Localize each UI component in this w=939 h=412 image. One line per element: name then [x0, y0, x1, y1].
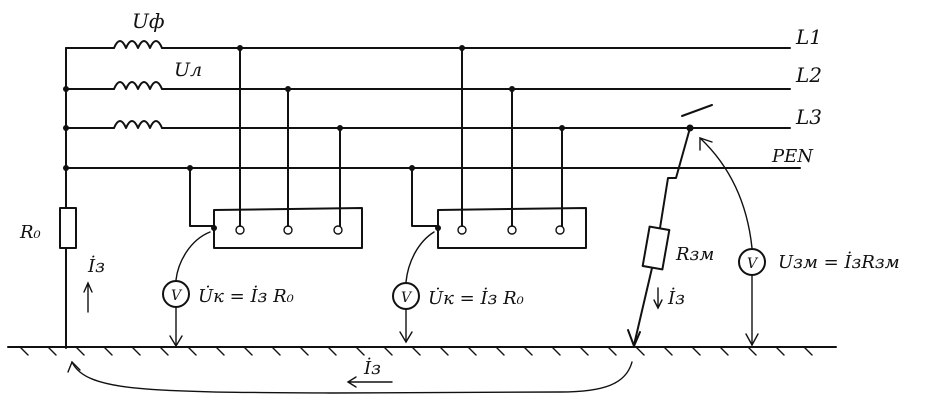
voltmeter3-label: V: [747, 256, 759, 272]
voltmeter2-arrow: [399, 331, 413, 344]
node-neutral-l3: [63, 125, 69, 131]
node-load1-pen: [187, 165, 193, 171]
ground-current-left-arrow: [83, 281, 93, 313]
label-pen: PEN: [771, 146, 814, 167]
label-r0: R₀: [19, 222, 41, 243]
voltmeter1-lead-top: [175, 231, 211, 281]
voltmeter2-label: V: [401, 290, 413, 306]
label-l3: L3: [795, 105, 822, 129]
ground-hatching: [19, 346, 813, 356]
node-load2-l3: [559, 125, 565, 131]
ground-current-loop: [71, 361, 633, 394]
load2-pe-link: [411, 167, 439, 227]
fault-current-arrow: [653, 287, 663, 310]
voltmeter3-lead-top: [699, 137, 753, 249]
load2-terminal-2: [507, 225, 517, 235]
label-ground-current-bottom: İз: [363, 356, 381, 379]
node-load2-pen: [409, 165, 415, 171]
label-fault-resistance: Rзм: [675, 244, 714, 265]
voltmeter3-arrow-top: [699, 137, 713, 151]
fault-arrow: [627, 329, 641, 347]
label-line-voltage: Uл: [174, 59, 202, 81]
load2-ground-node: [435, 225, 441, 231]
load2-terminal-3: [555, 225, 565, 235]
load2-enclosure: [437, 207, 587, 249]
winding-l2: [113, 81, 163, 90]
node-load1-l2: [285, 86, 291, 92]
label-ground-current-left: İз: [87, 254, 105, 277]
load1-terminal-1: [235, 225, 245, 235]
ground-current-loop-arrow-left: [67, 360, 81, 373]
load1-pe-link: [189, 167, 215, 227]
voltmeter2-lead-top: [405, 231, 435, 283]
ground-current-arrow: [346, 376, 393, 388]
node-load2-l2: [509, 86, 515, 92]
voltmeter3: [738, 248, 766, 276]
winding-l1: [113, 40, 163, 49]
label-fault-current: İз: [667, 286, 685, 309]
load2-terminal-1: [457, 225, 467, 235]
label-phase-voltage: Uф: [132, 9, 165, 33]
load1-terminal-2: [283, 225, 293, 235]
resistor-rzm: [641, 225, 671, 271]
label-l2: L2: [795, 63, 822, 87]
load1-terminal-3: [333, 225, 343, 235]
label-touch-voltage-1: U̇к = İз R₀: [198, 284, 294, 307]
voltmeter3-arrow: [745, 333, 759, 347]
winding-l3: [113, 120, 163, 129]
node-neutral-pen: [63, 165, 69, 171]
voltmeter2: [392, 282, 420, 310]
label-fault-voltage: Uзм = İзRзм: [778, 250, 900, 273]
voltmeter1: [162, 280, 190, 308]
label-touch-voltage-2: U̇к = İз R₀: [428, 286, 524, 309]
voltmeter1-label: V: [171, 288, 183, 304]
node-load2-l1: [459, 45, 465, 51]
node-neutral-l2: [63, 86, 69, 92]
node-load1-l3: [337, 125, 343, 131]
load1-enclosure: [213, 207, 363, 249]
fault-break-stub: [681, 104, 713, 117]
load1-ground-node: [211, 225, 217, 231]
label-l1: L1: [795, 25, 822, 49]
resistor-r0: [59, 207, 77, 249]
node-load1-l1: [237, 45, 243, 51]
fault-wire-lower: [633, 267, 653, 346]
fault-wire: [659, 127, 691, 229]
